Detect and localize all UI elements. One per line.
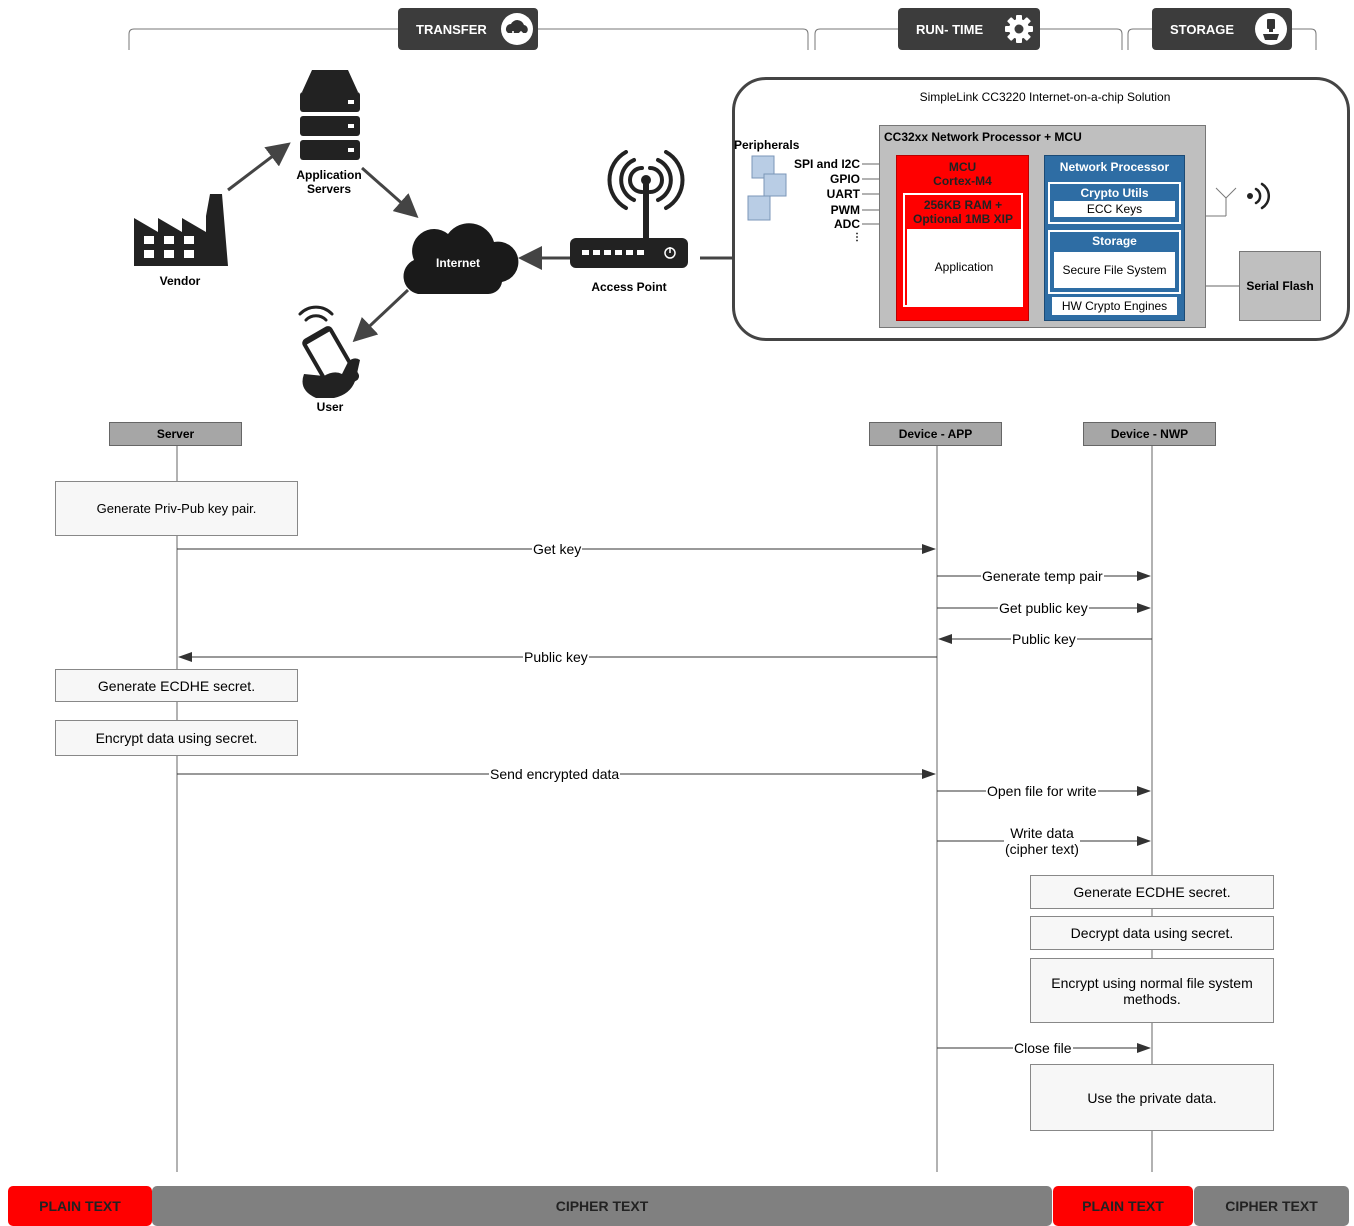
- box-nwp-encrypt-fs: Encrypt using normal file system methods…: [1030, 958, 1274, 1023]
- box-nwp-decrypt: Decrypt data using secret.: [1030, 916, 1274, 950]
- phase-tab-storage: STORAGE: [1152, 8, 1292, 50]
- msg-open-file: Open file for write: [986, 783, 1098, 799]
- pin-adc: ADC: [834, 217, 860, 231]
- network-processor-label: Network Processor: [1059, 160, 1170, 174]
- hw-crypto-block: HW Crypto Engines: [1052, 297, 1177, 315]
- pin-pwm: PWM: [830, 203, 860, 217]
- phase-storage-label: STORAGE: [1170, 21, 1235, 37]
- phase-runtime-label: RUN- TIME: [916, 21, 984, 37]
- smartphone-hand-icon: [298, 305, 360, 398]
- lifeline-head-server: Server: [109, 422, 242, 446]
- access-point-label: Access Point: [591, 280, 667, 294]
- pin-uart: UART: [826, 187, 860, 201]
- msg-public-key-server: Public key: [523, 649, 589, 665]
- internet-cloud-icon: [403, 223, 519, 295]
- msg-close-file: Close file: [1013, 1040, 1073, 1056]
- phase-transfer-label: TRANSFER: [416, 21, 487, 37]
- band-plain-text-1: PLAIN TEXT: [8, 1186, 152, 1226]
- msg-write-data: Write data (cipher text): [1004, 825, 1080, 857]
- msg-public-key-nwp: Public key: [1011, 631, 1077, 647]
- box-generate-keypair: Generate Priv-Pub key pair.: [55, 481, 298, 536]
- storage-icon: [1255, 13, 1287, 45]
- band-plain-text-2: PLAIN TEXT: [1053, 1186, 1193, 1226]
- gear-icon: [1005, 15, 1033, 43]
- phase-tab-transfer: TRANSFER: [398, 8, 538, 50]
- pin-lines: [862, 163, 880, 225]
- peripherals-label: Peripherals: [734, 138, 800, 152]
- secure-fs-block: Secure File System: [1054, 252, 1175, 288]
- msg-get-public-key: Get public key: [998, 600, 1089, 616]
- band-cipher-text-2: CIPHER TEXT: [1194, 1186, 1349, 1226]
- storage-block: [1048, 230, 1181, 294]
- antenna-icon: [1206, 182, 1271, 217]
- router-icon: [570, 150, 688, 268]
- server-stack-icon: [300, 70, 360, 160]
- network-arrows: [227, 142, 735, 343]
- lifeline-head-device-app: Device - APP: [869, 422, 1002, 446]
- processor-title: CC32xx Network Processor + MCU: [884, 130, 1082, 144]
- application-block: Application: [907, 229, 1021, 305]
- storage-label: Storage: [1092, 234, 1137, 248]
- ecc-keys-block: ECC Keys: [1054, 201, 1175, 217]
- serial-flash-block: Serial Flash: [1239, 251, 1321, 321]
- pin-more: ⋮: [852, 232, 862, 243]
- ram-label: 256KB RAM + Optional 1MB XIP: [912, 198, 1013, 226]
- chip-solution-frame: [732, 77, 1350, 341]
- box-server-encrypt: Encrypt data using secret.: [55, 720, 298, 756]
- box-nwp-generate-ecdhe: Generate ECDHE secret.: [1030, 875, 1274, 909]
- crypto-utils-block: [1048, 182, 1181, 224]
- box-server-generate-ecdhe: Generate ECDHE secret.: [55, 669, 298, 702]
- phase-tab-runtime: RUN- TIME: [898, 8, 1040, 50]
- chip-solution-title: SimpleLink CC3220 Internet-on-a-chip Sol…: [919, 90, 1171, 104]
- flash-connector: [1206, 285, 1240, 287]
- mcu-label: MCU Cortex-M4: [933, 160, 992, 188]
- phase-brackets: [128, 28, 1317, 50]
- factory-icon: [134, 194, 228, 266]
- pin-gpio: GPIO: [829, 172, 860, 186]
- servers-label: Application Servers: [296, 168, 362, 196]
- msg-send-encrypted: Send encrypted data: [489, 766, 621, 782]
- ram-block: [903, 193, 1023, 307]
- vendor-label: Vendor: [159, 274, 201, 288]
- cloud-transfer-icon: [501, 13, 533, 45]
- crypto-utils-label: Crypto Utils: [1080, 186, 1149, 200]
- pin-spi-i2c: SPI and I2C: [793, 157, 860, 171]
- msg-generate-temp-pair: Generate temp pair: [981, 568, 1104, 584]
- msg-get-key: Get key: [532, 541, 583, 557]
- peripherals-icon: [747, 155, 787, 221]
- internet-label: Internet: [435, 256, 480, 270]
- band-cipher-text-1: CIPHER TEXT: [152, 1186, 1052, 1226]
- user-label: User: [316, 400, 344, 414]
- box-use-private-data: Use the private data.: [1030, 1064, 1274, 1131]
- lifeline-head-device-nwp: Device - NWP: [1083, 422, 1216, 446]
